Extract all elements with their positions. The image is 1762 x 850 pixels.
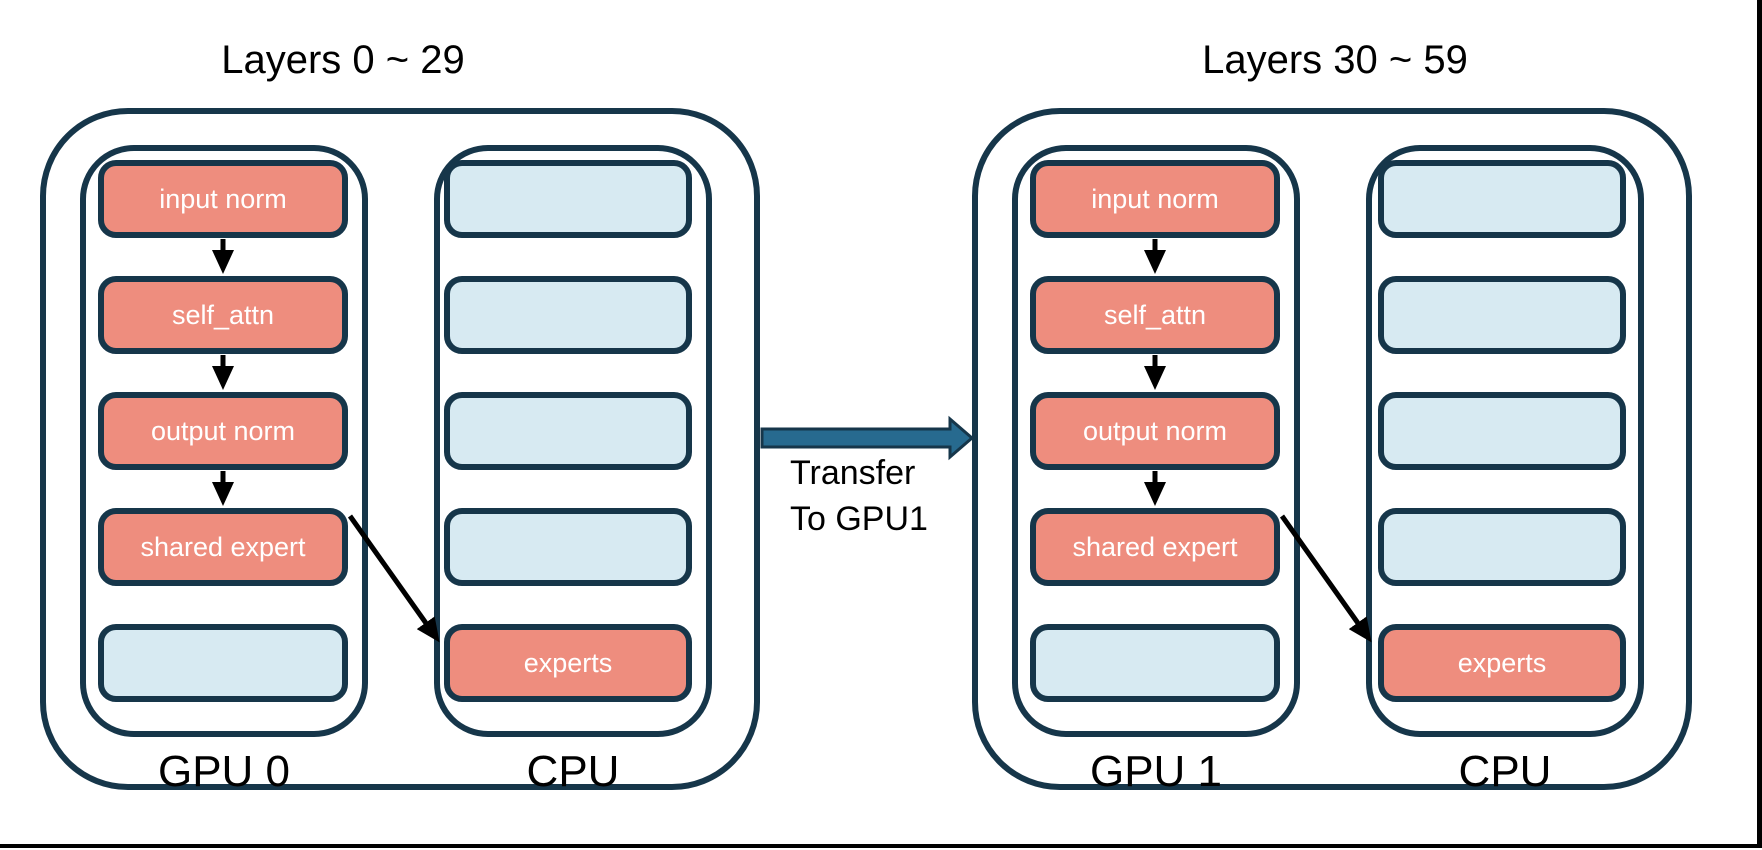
gpu0-caption: GPU 0 — [157, 747, 291, 796]
gpu1-self-attn-block: self_attn — [1030, 276, 1280, 354]
cpu1-caption: CPU — [1458, 747, 1552, 796]
gpu0-shared-expert-block: shared expert — [98, 508, 348, 586]
cpu1-experts-block: experts — [1378, 624, 1626, 702]
cpu1-empty-block-4 — [1378, 508, 1626, 586]
gpu1-output-norm-block: output norm — [1030, 392, 1280, 470]
transfer-label: Transfer To GPU1 — [790, 450, 928, 542]
cpu1-empty-block-2 — [1378, 276, 1626, 354]
cpu1-empty-block-1 — [1378, 160, 1626, 238]
frame-bottom-edge — [0, 844, 1762, 848]
cpu0-caption: CPU — [526, 747, 620, 796]
frame-right-edge — [1757, 0, 1762, 848]
gpu0-empty-block — [98, 624, 348, 702]
gpu1-empty-block — [1030, 624, 1280, 702]
cpu0-experts-block: experts — [444, 624, 692, 702]
cpu0-empty-block-4 — [444, 508, 692, 586]
gpu0-self-attn-block: self_attn — [98, 276, 348, 354]
cpu0-empty-block-2 — [444, 276, 692, 354]
gpu0-input-norm-block: input norm — [98, 160, 348, 238]
gpu1-caption: GPU 1 — [1089, 747, 1223, 796]
gpu1-input-norm-block: input norm — [1030, 160, 1280, 238]
gpu0-output-norm-block: output norm — [98, 392, 348, 470]
cpu1-empty-block-3 — [1378, 392, 1626, 470]
group-title-layers-30-59: Layers 30 ~ 59 — [1202, 38, 1468, 82]
cpu0-empty-block-1 — [444, 160, 692, 238]
cpu0-empty-block-3 — [444, 392, 692, 470]
group-title-layers-0-29: Layers 0 ~ 29 — [221, 38, 465, 82]
gpu1-shared-expert-block: shared expert — [1030, 508, 1280, 586]
transfer-label-line1: Transfer — [790, 454, 916, 492]
transfer-label-line2: To GPU1 — [790, 500, 928, 538]
